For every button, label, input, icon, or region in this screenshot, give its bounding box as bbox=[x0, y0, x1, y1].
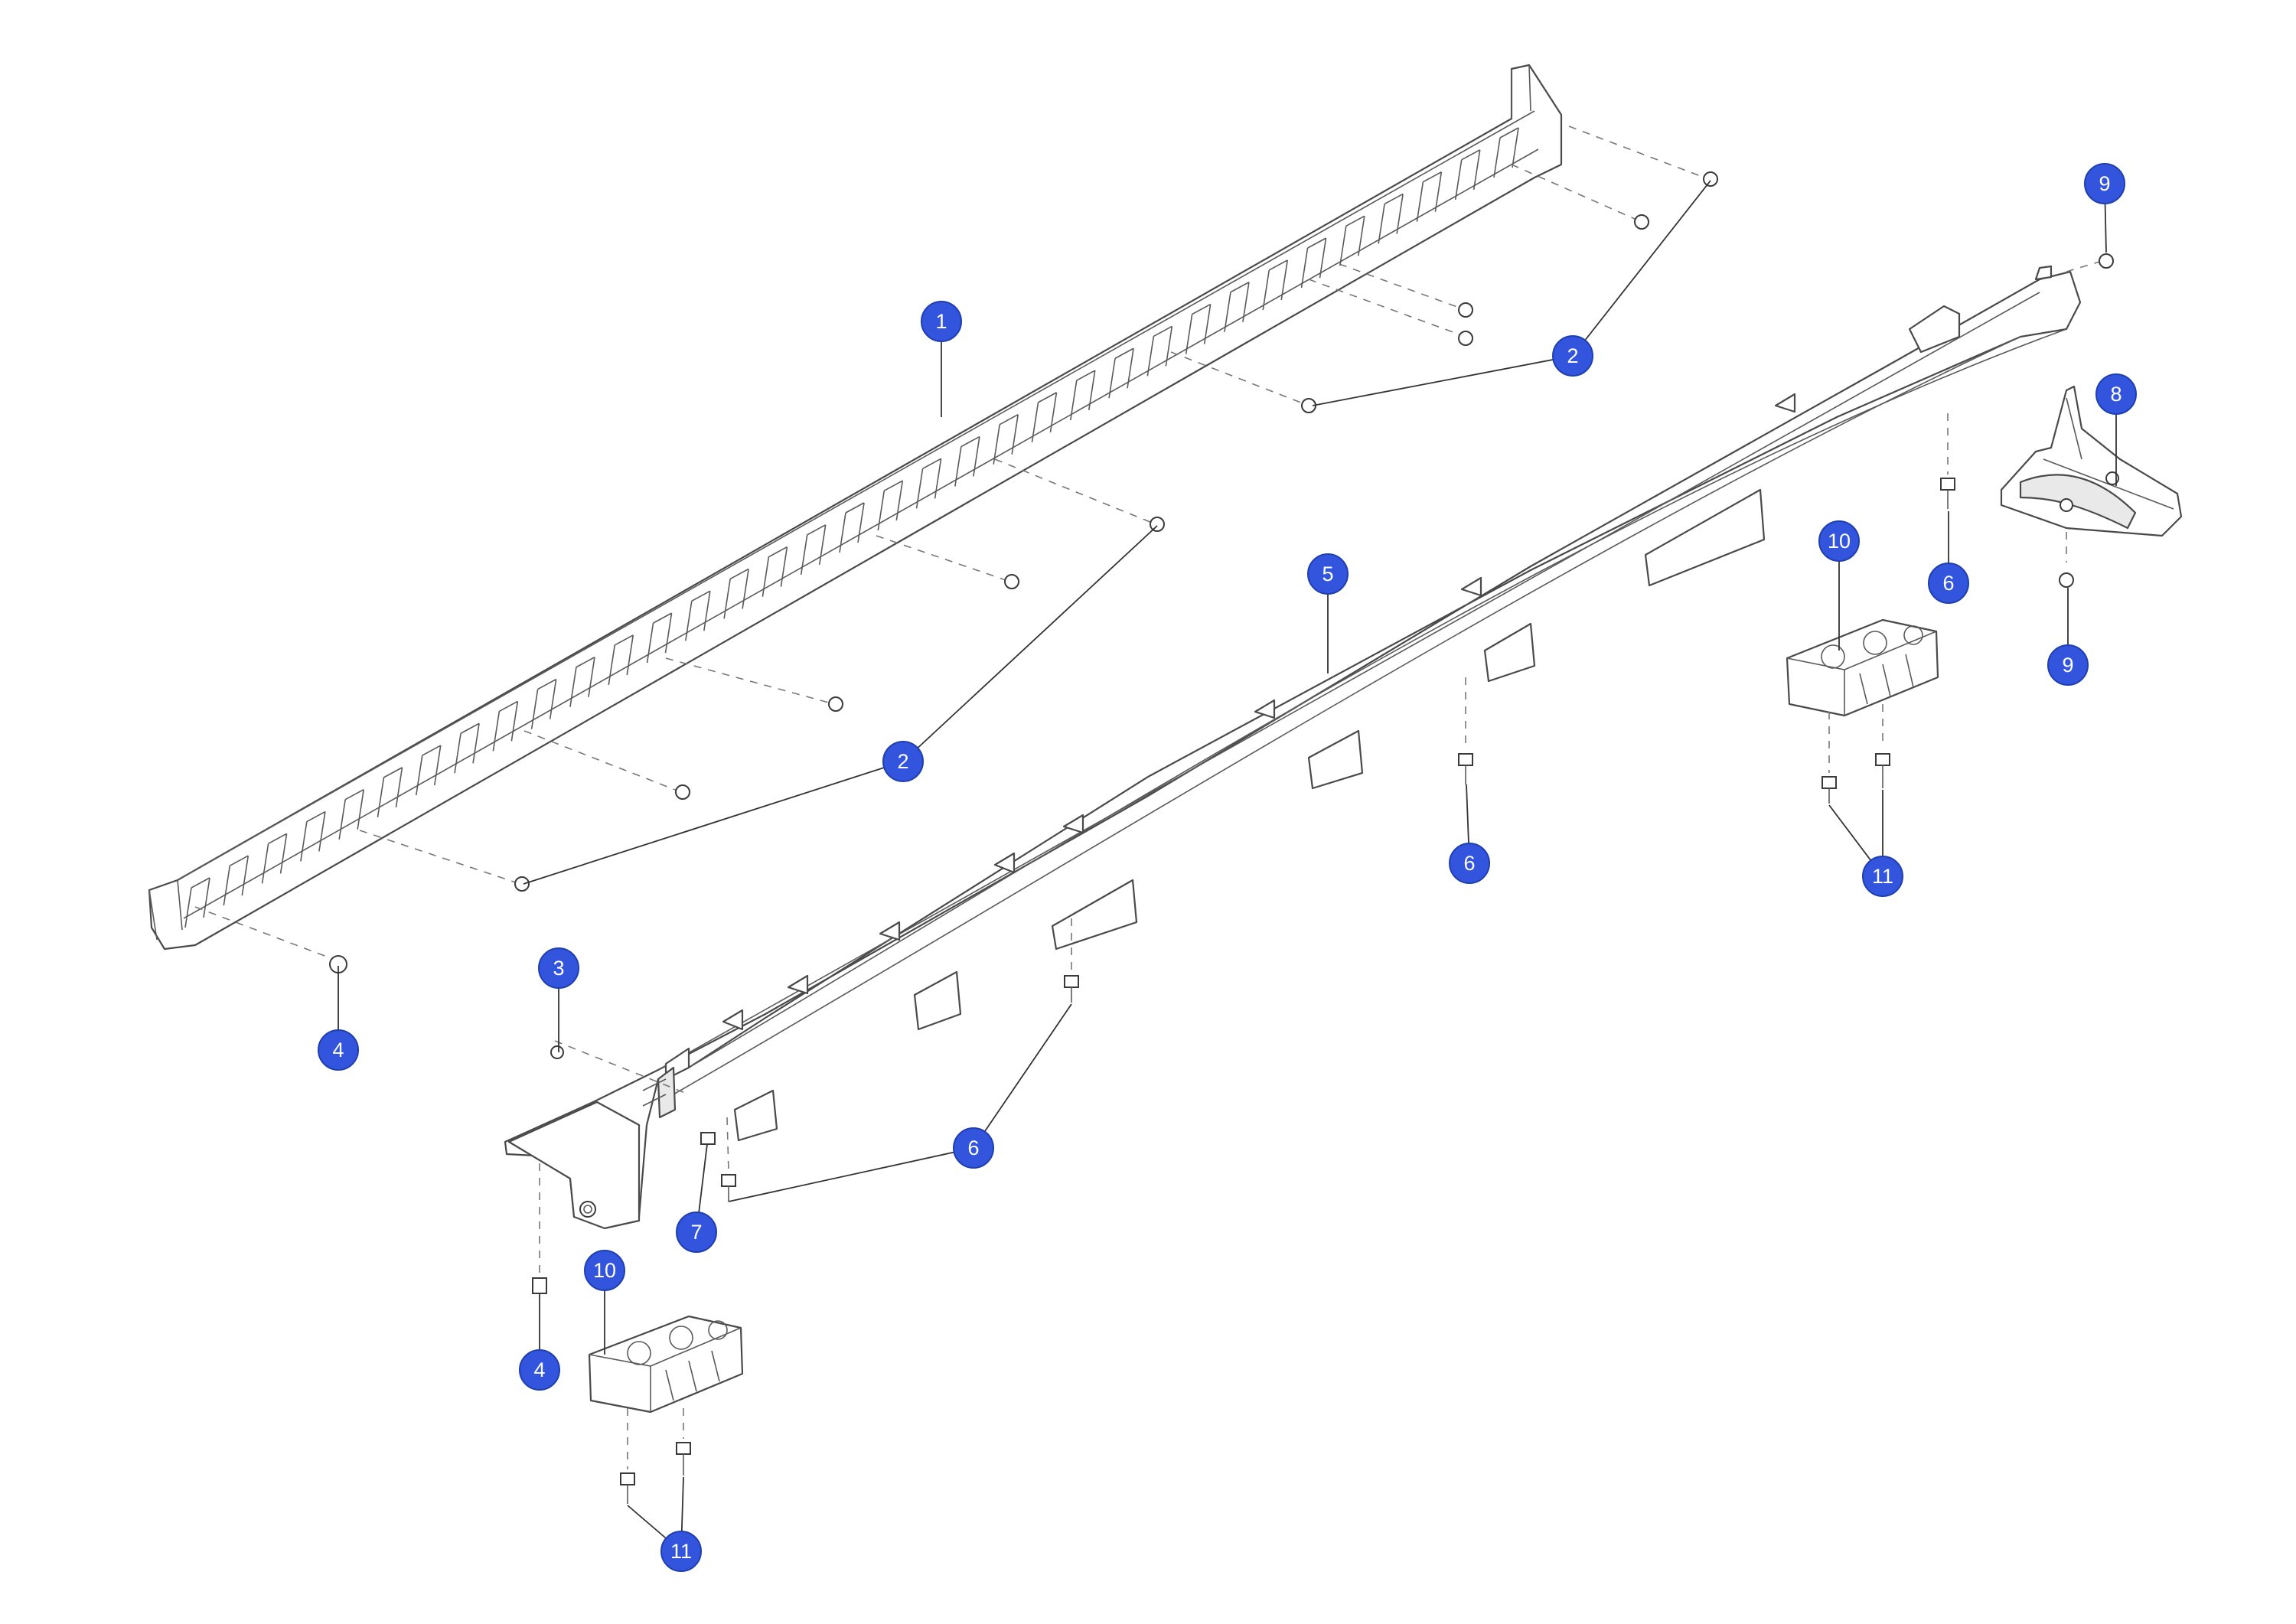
bracket-rib bbox=[685, 590, 711, 641]
bracket-rib bbox=[839, 502, 865, 553]
svg-text:4: 4 bbox=[332, 1039, 344, 1061]
svg-text:2: 2 bbox=[1567, 344, 1578, 367]
svg-text:8: 8 bbox=[2110, 383, 2122, 406]
callout-1: 1 bbox=[921, 301, 962, 342]
bracket-rib bbox=[800, 524, 827, 575]
bracket-rib bbox=[492, 700, 519, 752]
callout-4: 4 bbox=[519, 1349, 560, 1391]
bracket-rib bbox=[1108, 347, 1134, 399]
svg-text:2: 2 bbox=[897, 750, 908, 773]
bracket-rib bbox=[1378, 193, 1404, 244]
bracket-rib bbox=[993, 414, 1019, 465]
bracket-rib bbox=[954, 435, 980, 487]
svg-text:1: 1 bbox=[935, 310, 947, 333]
callout-6: 6 bbox=[1449, 843, 1490, 884]
bracket-strip-part-1 bbox=[148, 64, 1563, 951]
bracket-rib bbox=[530, 678, 557, 729]
rocker-panel-part-5 bbox=[504, 265, 2082, 1230]
alignment-lines bbox=[194, 126, 2105, 1469]
callout-10: 10 bbox=[584, 1250, 625, 1291]
callout-9: 9 bbox=[2047, 644, 2089, 686]
callout-11: 11 bbox=[660, 1531, 702, 1572]
svg-text:9: 9 bbox=[2099, 172, 2110, 195]
svg-text:5: 5 bbox=[1322, 563, 1333, 585]
bracket-rib bbox=[1069, 370, 1096, 421]
bracket-rib bbox=[1224, 282, 1250, 332]
svg-text:11: 11 bbox=[670, 1540, 692, 1563]
clip-block-part-10-upper bbox=[1786, 618, 1939, 717]
bracket-rib bbox=[723, 568, 749, 619]
bracket-rib bbox=[1416, 171, 1443, 222]
svg-text:10: 10 bbox=[1828, 530, 1851, 553]
callout-8: 8 bbox=[2095, 373, 2137, 415]
svg-text:10: 10 bbox=[593, 1259, 616, 1282]
svg-text:11: 11 bbox=[1872, 865, 1893, 888]
bracket-rib bbox=[300, 810, 326, 862]
end-piece-part-8 bbox=[2000, 385, 2183, 537]
svg-text:6: 6 bbox=[1463, 852, 1475, 875]
bracket-rib bbox=[1454, 149, 1481, 200]
svg-text:7: 7 bbox=[690, 1221, 702, 1244]
clip-block-part-10-lower bbox=[588, 1315, 744, 1414]
bracket-rib bbox=[1339, 215, 1365, 266]
bracket-rib bbox=[762, 546, 788, 597]
bracket-rib bbox=[338, 789, 364, 840]
fasteners bbox=[329, 171, 2114, 1504]
svg-text:3: 3 bbox=[553, 957, 564, 980]
svg-text:9: 9 bbox=[2062, 654, 2073, 677]
bracket-rib bbox=[1031, 392, 1058, 443]
bracket-rib bbox=[1262, 259, 1289, 311]
svg-text:6: 6 bbox=[1942, 572, 1954, 595]
callout-10: 10 bbox=[1818, 520, 1860, 562]
bracket-rib bbox=[454, 722, 480, 774]
bracket-rib bbox=[377, 767, 403, 818]
callout-3: 3 bbox=[538, 947, 579, 989]
callout-2: 2 bbox=[1552, 335, 1593, 377]
bracket-rib bbox=[415, 745, 442, 796]
callout-5: 5 bbox=[1307, 553, 1349, 595]
bracket-rib bbox=[1300, 237, 1327, 289]
bracket-rib bbox=[877, 480, 904, 531]
bracket-rib bbox=[646, 612, 673, 664]
bracket-rib bbox=[184, 877, 210, 928]
bracket-rib bbox=[223, 855, 249, 906]
bracket-rib bbox=[608, 634, 634, 686]
bracket-rib bbox=[569, 657, 595, 707]
callout-6: 6 bbox=[1928, 563, 1969, 604]
callout-2: 2 bbox=[882, 741, 924, 782]
callout-4: 4 bbox=[318, 1029, 359, 1071]
bracket-rib bbox=[1146, 325, 1173, 377]
bracket-rib bbox=[1185, 303, 1212, 354]
svg-text:4: 4 bbox=[533, 1358, 545, 1381]
bracket-rib bbox=[261, 833, 288, 884]
callouts: 1 2 2 3 4 4 5 6 6 6 7 8 bbox=[318, 163, 2137, 1572]
callout-11: 11 bbox=[1862, 856, 1903, 897]
callout-9: 9 bbox=[2084, 163, 2125, 204]
svg-text:6: 6 bbox=[967, 1136, 979, 1159]
callout-6: 6 bbox=[953, 1127, 994, 1169]
bracket-rib bbox=[915, 458, 942, 509]
callout-7: 7 bbox=[676, 1211, 717, 1253]
bracket-rib bbox=[1493, 127, 1519, 178]
